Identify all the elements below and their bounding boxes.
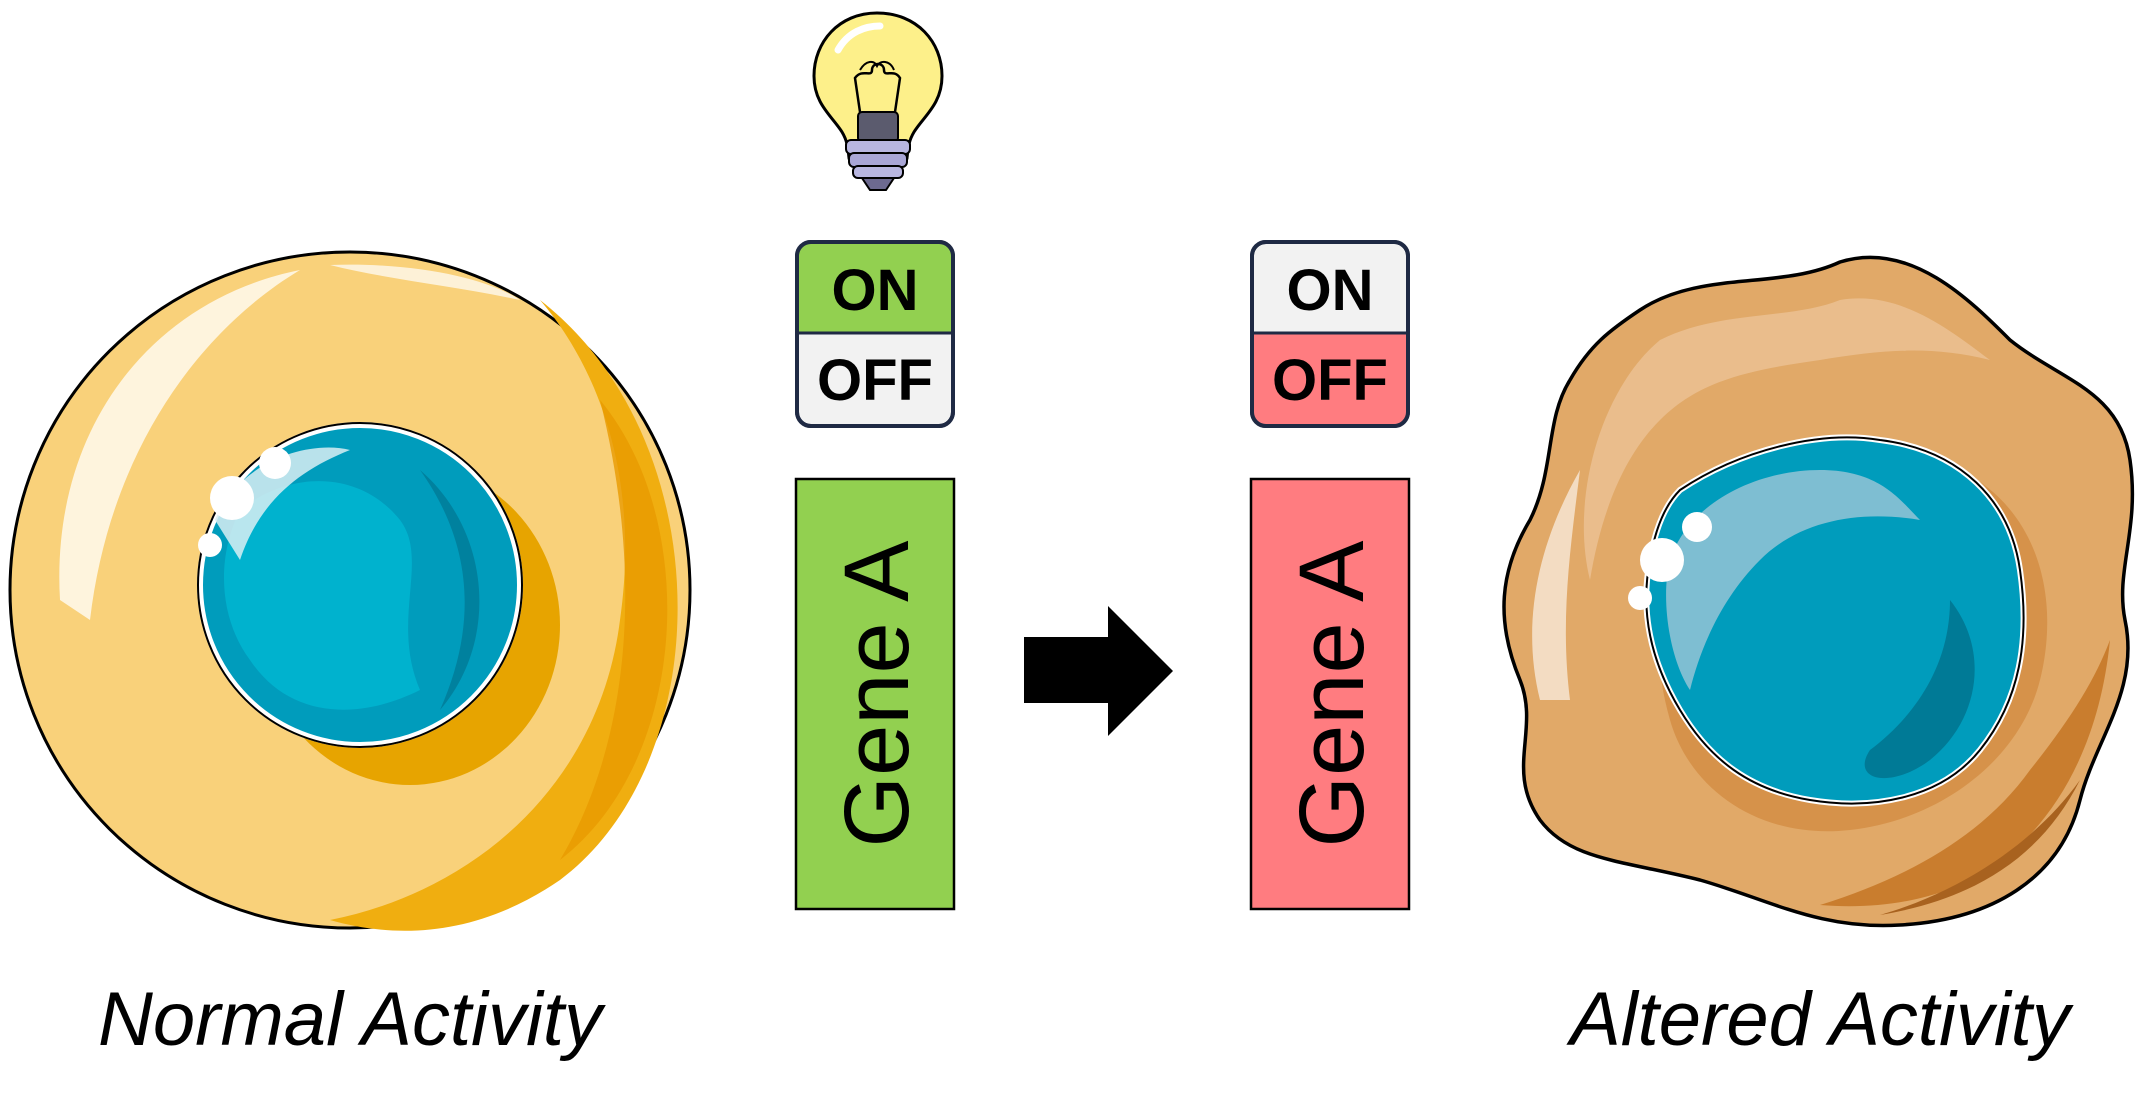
right-switch-on-label: ON [1287,258,1374,323]
lightbulb-icon [812,11,944,191]
right-gene-label: Gene A [1281,540,1383,848]
normal-activity-caption: Normal Activity [98,977,602,1062]
altered-cell [1502,255,2135,928]
right-gene-bar: Gene A [1249,477,1411,911]
right-switch-off-label: OFF [1272,348,1388,413]
left-gene-bar: Gene A [794,477,956,911]
left-switch-off-label: OFF [817,348,933,413]
right-arrow-icon [1024,606,1173,736]
altered-activity-caption: Altered Activity [1570,977,2070,1062]
left-gene-label: Gene A [826,540,928,848]
normal-cell [8,250,692,931]
left-switch-on-label: ON [832,258,919,323]
left-switch: ON OFF [795,240,955,428]
right-switch: ON OFF [1250,240,1410,428]
